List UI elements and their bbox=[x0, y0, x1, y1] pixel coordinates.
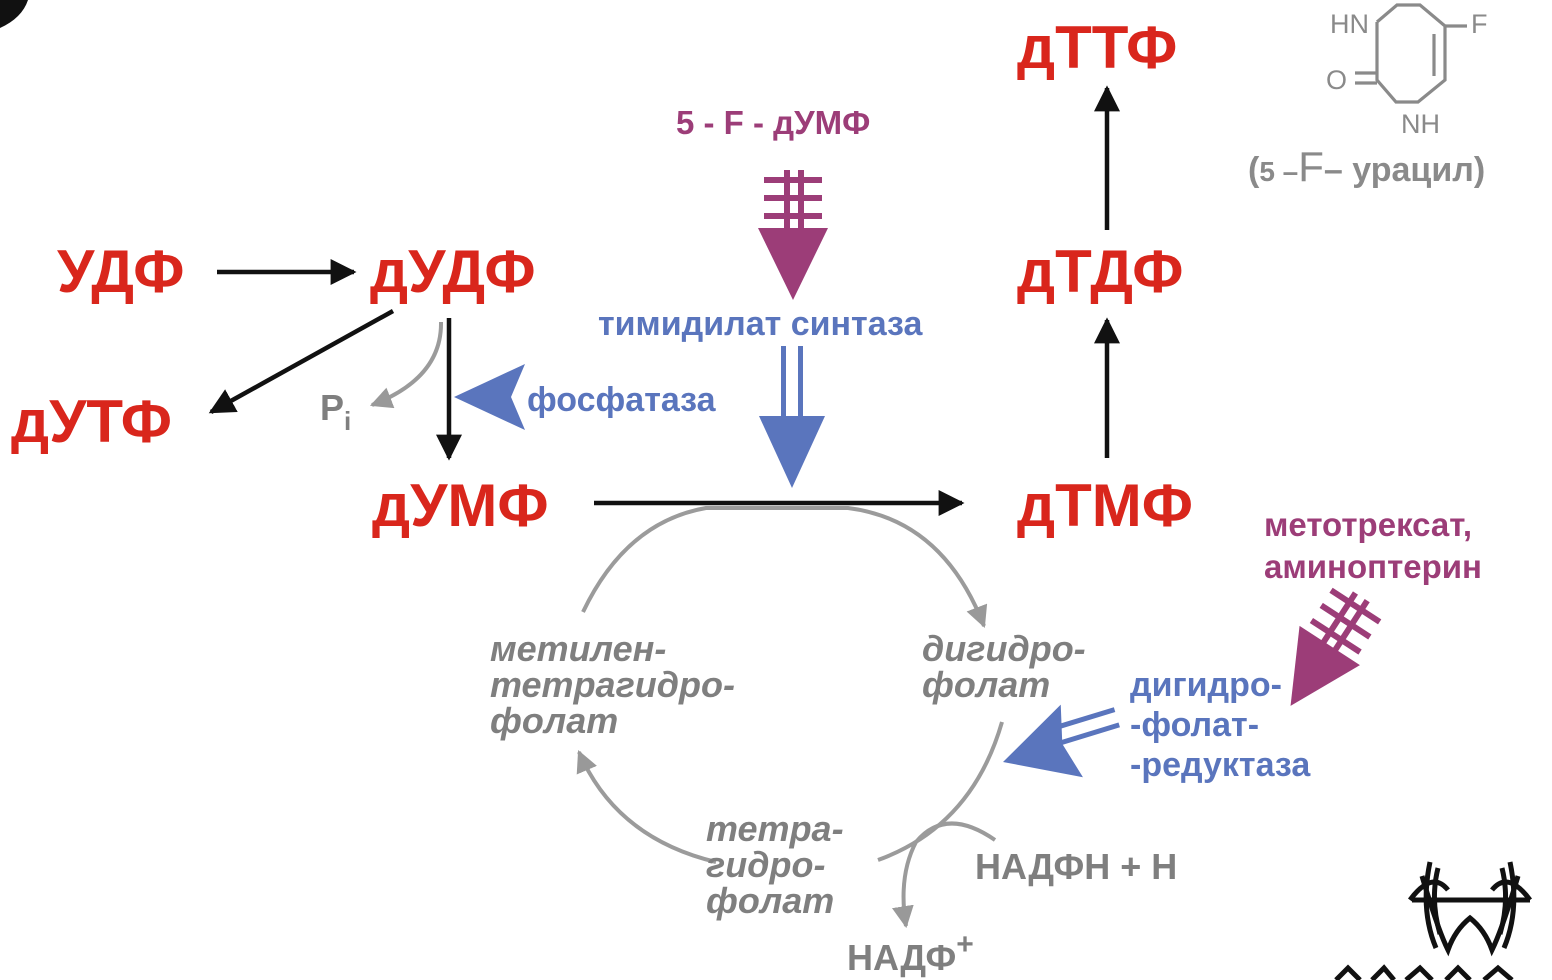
label-tetrahydro-2: гидро- bbox=[706, 844, 825, 885]
struct-hn: HN bbox=[1330, 9, 1369, 39]
label-nadp: НАДФ+ bbox=[847, 928, 974, 978]
struct-f: F bbox=[1471, 9, 1488, 39]
label-dutf: дУТФ bbox=[11, 388, 172, 455]
folate-cycle-arrows bbox=[369, 321, 1004, 929]
enzyme-labels: тимидилат синтаза фосфатаза дигидро- -фо… bbox=[527, 305, 1311, 784]
fluorouracil-structure: HN F O NH (5 –F– урацил) bbox=[1248, 3, 1488, 190]
struct-o: O bbox=[1326, 65, 1347, 95]
cofactor-labels: Pi НАДФН + Н НАДФ+ bbox=[320, 387, 1177, 978]
label-dihydro-1: дигидро- bbox=[922, 628, 1086, 669]
arrow-dudf-to-pi bbox=[369, 321, 444, 409]
arrow-nadph-to-nadp bbox=[892, 821, 997, 929]
struct-nh: NH bbox=[1401, 109, 1440, 139]
label-methylene-2: тетрагидро- bbox=[490, 664, 735, 705]
label-dtdf: дТДФ bbox=[1017, 238, 1183, 305]
label-pi: Pi bbox=[320, 387, 351, 436]
enzyme-arrow-thymidylate-synthase bbox=[759, 346, 825, 488]
nucleotide-labels: УДФ дУДФ дУТФ дУМФ дТМФ дТДФ дТТФ bbox=[11, 14, 1193, 539]
label-dhfr-2: -фолат- bbox=[1130, 706, 1259, 744]
label-nadp-main: НАДФ bbox=[847, 937, 956, 978]
label-tetrahydro-1: тетра- bbox=[706, 808, 844, 849]
label-pi-sub: i bbox=[344, 406, 351, 436]
label-pi-main: P bbox=[320, 387, 344, 428]
label-fdump: 5 - F - дУМФ bbox=[676, 104, 870, 141]
inhibitor-labels: 5 - F - дУМФ метотрексат, аминоптерин bbox=[676, 104, 1482, 585]
corner-logo-fragment bbox=[0, 0, 28, 28]
label-dihydro-2: фолат bbox=[922, 664, 1050, 705]
inhibitor-arrow-methotrexate bbox=[1290, 587, 1382, 706]
struct-caption: (5 –F– урацил) bbox=[1248, 143, 1485, 190]
caption-five: 5 – bbox=[1259, 156, 1298, 187]
caption-f: F bbox=[1298, 143, 1324, 190]
logo-icon bbox=[1334, 861, 1533, 980]
arrow-dudf-to-dutf bbox=[208, 309, 395, 414]
label-methylene-1: метилен- bbox=[490, 628, 666, 669]
label-nadph: НАДФН + Н bbox=[975, 846, 1177, 887]
label-nadp-sup: + bbox=[956, 928, 974, 961]
label-udf: УДФ bbox=[57, 238, 184, 305]
label-dudf: дУДФ bbox=[370, 238, 536, 305]
label-methotrexate-1: метотрексат, bbox=[1264, 506, 1472, 543]
arrow-tetrahydro-to-methylene bbox=[576, 749, 717, 864]
enzyme-arrow-dhfr bbox=[1003, 704, 1120, 778]
label-methotrexate-2: аминоптерин bbox=[1264, 548, 1482, 585]
label-dttf: дТТФ bbox=[1017, 14, 1177, 81]
folate-labels: метилен- тетрагидро- фолат дигидро- фола… bbox=[490, 628, 1086, 921]
label-dhfr-3: -редуктаза bbox=[1130, 746, 1311, 784]
label-thymidylate-synthase: тимидилат синтаза bbox=[598, 305, 923, 343]
label-phosphatase: фосфатаза bbox=[527, 381, 717, 419]
enzyme-arrow-phosphatase bbox=[454, 364, 525, 430]
label-tetrahydro-3: фолат bbox=[706, 880, 834, 921]
caption-open: ( bbox=[1248, 151, 1260, 189]
label-dhfr-1: дигидро- bbox=[1130, 666, 1282, 704]
arrow-methylene-to-dihydro bbox=[581, 506, 988, 629]
inhibitor-arrow-fdump bbox=[758, 170, 828, 300]
label-dtmf: дТМФ bbox=[1017, 472, 1193, 539]
label-methylene-3: фолат bbox=[490, 700, 618, 741]
arrow-dihydro-to-tetrahydro bbox=[877, 721, 1004, 862]
caption-rest: – урацил) bbox=[1324, 151, 1485, 189]
label-dumf: дУМФ bbox=[372, 472, 549, 539]
reaction-arrows bbox=[208, 85, 1120, 516]
